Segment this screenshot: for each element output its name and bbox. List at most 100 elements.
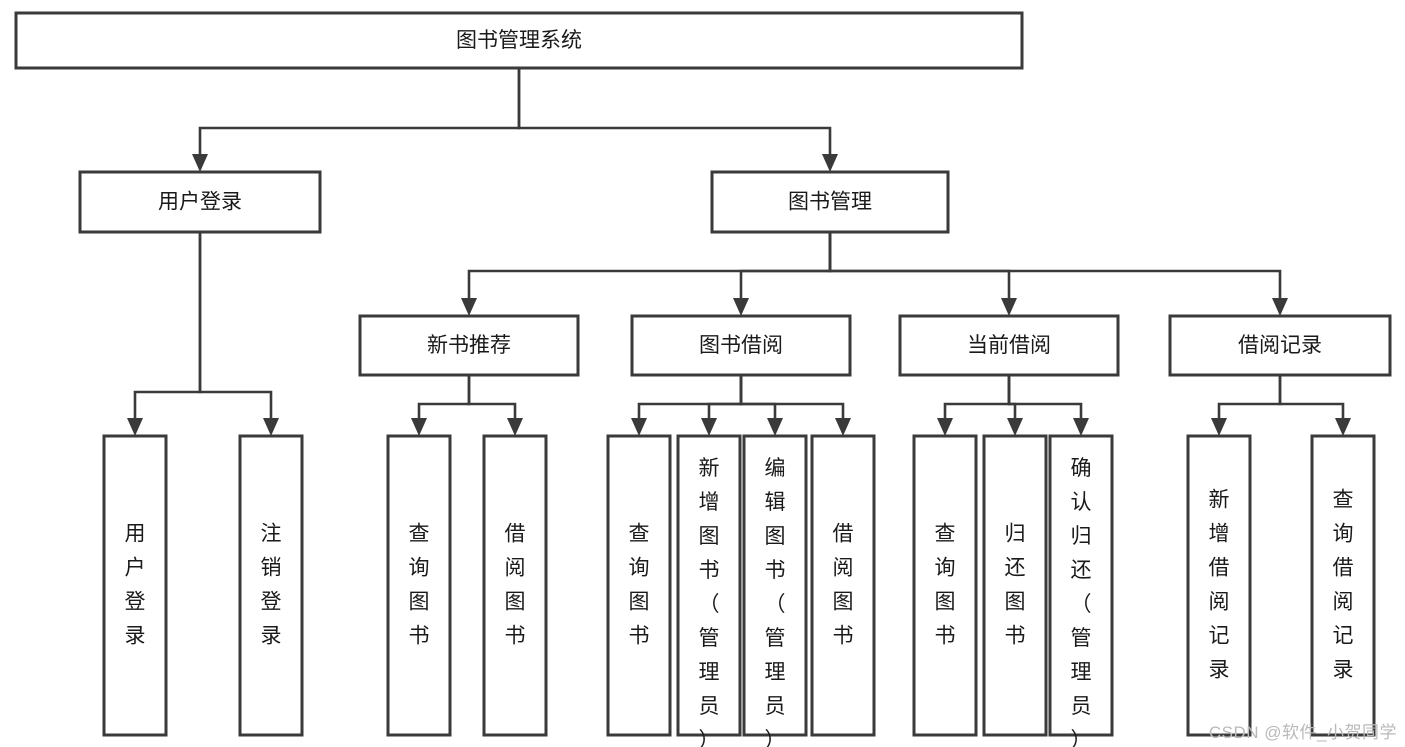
node-box[interactable] bbox=[102, 434, 168, 737]
arrow-head-icon bbox=[1211, 418, 1227, 436]
connector-用户登录-to-注销登录 bbox=[198, 232, 279, 436]
node-label: 借阅图书 bbox=[833, 522, 854, 647]
node-图书借阅-level2[interactable]: 图书借阅 bbox=[630, 314, 852, 377]
node-label: 新书推荐 bbox=[427, 334, 511, 357]
arrow-head-icon bbox=[1073, 418, 1089, 436]
node-确认归还管理员-level3[interactable]: 确认归还（管理员） bbox=[1048, 434, 1114, 747]
node-新增图书管理员-level3[interactable]: 新增图书（管理员） bbox=[676, 434, 742, 747]
node-box[interactable] bbox=[14, 11, 1024, 70]
arrow-head-icon bbox=[461, 298, 477, 316]
connector-line bbox=[517, 68, 832, 159]
node-label: 图书借阅 bbox=[699, 334, 783, 357]
connector-line bbox=[1217, 375, 1282, 423]
node-图书管理系统-level0[interactable]: 图书管理系统 bbox=[14, 11, 1024, 70]
node-box[interactable] bbox=[1310, 434, 1376, 737]
node-box[interactable] bbox=[810, 434, 876, 737]
connector-图书管理系统-to-用户登录 bbox=[192, 68, 521, 172]
arrow-head-icon bbox=[127, 418, 143, 436]
connector-line bbox=[828, 232, 1011, 303]
node-新书推荐-level2[interactable]: 新书推荐 bbox=[358, 314, 580, 377]
node-label: 当前借阅 bbox=[967, 334, 1051, 357]
arrow-head-icon bbox=[822, 154, 838, 172]
connector-图书借阅-to-查询图书 bbox=[631, 375, 743, 436]
connector-新书推荐-to-借阅图书 bbox=[467, 375, 523, 436]
arrow-head-icon bbox=[1335, 418, 1351, 436]
node-新增借阅记录-level3[interactable]: 新增借阅记录 bbox=[1186, 434, 1252, 737]
node-查询图书-level3[interactable]: 查询图书 bbox=[606, 434, 672, 737]
connector-line bbox=[1007, 375, 1083, 423]
arrow-head-icon bbox=[835, 418, 851, 436]
node-box[interactable] bbox=[676, 434, 742, 737]
connector-line bbox=[739, 232, 832, 303]
node-label: 新增图书（管理员） bbox=[699, 457, 720, 747]
arrow-head-icon bbox=[631, 418, 647, 436]
node-box[interactable] bbox=[606, 434, 672, 737]
node-label: 确认归还（管理员） bbox=[1071, 457, 1092, 747]
arrow-head-icon bbox=[937, 418, 953, 436]
node-box[interactable] bbox=[1168, 314, 1392, 377]
connector-line bbox=[467, 375, 517, 423]
arrow-head-icon bbox=[767, 418, 783, 436]
node-借阅图书-level3[interactable]: 借阅图书 bbox=[482, 434, 548, 737]
connector-图书借阅-to-借阅图书 bbox=[739, 375, 851, 436]
arrow-head-icon bbox=[411, 418, 427, 436]
node-用户登录-level1[interactable]: 用户登录 bbox=[78, 170, 322, 234]
arrow-head-icon bbox=[733, 298, 749, 316]
edge-layer bbox=[127, 68, 1351, 436]
node-label: 查询图书 bbox=[409, 522, 430, 647]
connector-当前借阅-to-确认归还管理员 bbox=[1007, 375, 1089, 436]
node-label: 编辑图书（管理员） bbox=[765, 457, 786, 747]
node-图书管理-level1[interactable]: 图书管理 bbox=[710, 170, 950, 234]
arrow-head-icon bbox=[1007, 418, 1023, 436]
arrow-head-icon bbox=[701, 418, 717, 436]
connector-line bbox=[739, 375, 845, 423]
node-查询借阅记录-level3[interactable]: 查询借阅记录 bbox=[1310, 434, 1376, 737]
node-box[interactable] bbox=[742, 434, 808, 737]
node-box[interactable] bbox=[630, 314, 852, 377]
node-box[interactable] bbox=[358, 314, 580, 377]
node-box[interactable] bbox=[898, 314, 1120, 377]
node-当前借阅-level2[interactable]: 当前借阅 bbox=[898, 314, 1120, 377]
node-编辑图书管理员-level3[interactable]: 编辑图书（管理员） bbox=[742, 434, 808, 747]
node-label: 新增借阅记录 bbox=[1209, 488, 1230, 681]
node-查询图书-level3[interactable]: 查询图书 bbox=[386, 434, 452, 737]
node-box[interactable] bbox=[482, 434, 548, 737]
node-注销登录-level3[interactable]: 注销登录 bbox=[238, 434, 304, 737]
node-label: 注销登录 bbox=[261, 522, 282, 647]
node-box[interactable] bbox=[912, 434, 978, 737]
node-label: 查询图书 bbox=[629, 522, 650, 647]
connector-借阅记录-to-查询借阅记录 bbox=[1278, 375, 1351, 436]
node-借阅图书-level3[interactable]: 借阅图书 bbox=[810, 434, 876, 737]
node-借阅记录-level2[interactable]: 借阅记录 bbox=[1168, 314, 1392, 377]
connector-line bbox=[467, 232, 832, 303]
arrow-head-icon bbox=[192, 154, 208, 172]
node-用户登录-level3[interactable]: 用户登录 bbox=[102, 434, 168, 737]
connector-line bbox=[198, 232, 273, 423]
node-box[interactable] bbox=[238, 434, 304, 737]
connector-line bbox=[739, 375, 777, 423]
connector-line bbox=[1278, 375, 1345, 423]
node-box[interactable] bbox=[386, 434, 452, 737]
node-查询图书-level3[interactable]: 查询图书 bbox=[912, 434, 978, 737]
connector-line bbox=[133, 232, 202, 423]
connector-图书管理-to-图书借阅 bbox=[733, 232, 832, 316]
node-box[interactable] bbox=[1186, 434, 1252, 737]
connector-图书管理-to-新书推荐 bbox=[461, 232, 832, 316]
connector-line bbox=[828, 232, 1282, 303]
arrow-head-icon bbox=[1001, 298, 1017, 316]
connector-借阅记录-to-新增借阅记录 bbox=[1211, 375, 1282, 436]
connector-图书管理系统-to-图书管理 bbox=[517, 68, 838, 172]
node-label: 借阅图书 bbox=[505, 522, 526, 647]
connector-line bbox=[637, 375, 743, 423]
connector-line bbox=[707, 375, 743, 423]
node-box[interactable] bbox=[982, 434, 1048, 737]
node-box[interactable] bbox=[710, 170, 950, 234]
node-box[interactable] bbox=[78, 170, 322, 234]
node-box[interactable] bbox=[1048, 434, 1114, 737]
connector-line bbox=[417, 375, 471, 423]
node-label: 借阅记录 bbox=[1238, 334, 1322, 357]
connector-line bbox=[198, 68, 521, 159]
node-归还图书-level3[interactable]: 归还图书 bbox=[982, 434, 1048, 737]
node-layer: 图书管理系统用户登录图书管理新书推荐图书借阅当前借阅借阅记录用户登录注销登录查询… bbox=[14, 11, 1392, 747]
